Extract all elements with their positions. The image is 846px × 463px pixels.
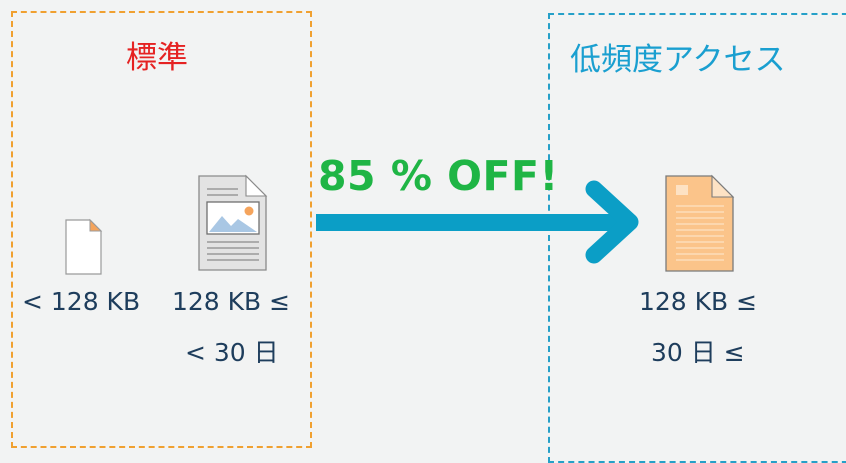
- image-document-icon: [198, 174, 268, 271]
- ia-file-size-label: 128 KB ≤: [639, 287, 758, 316]
- infrequent-access-title: 低頻度アクセス: [570, 42, 786, 78]
- standard-title: 標準: [126, 40, 188, 76]
- discount-label: 85 % OFF!: [318, 152, 559, 200]
- small-file-size-label: < 128 KB: [22, 287, 141, 316]
- text-document-icon: [665, 174, 735, 272]
- large-file-age-label: < 30 日: [185, 338, 279, 367]
- ia-file-age-label: 30 日 ≤: [651, 338, 745, 367]
- large-file-size-label: 128 KB ≤: [172, 287, 291, 316]
- standard-storage-region: [11, 11, 312, 448]
- transition-arrow: [316, 180, 639, 264]
- blank-document-icon: [65, 218, 103, 275]
